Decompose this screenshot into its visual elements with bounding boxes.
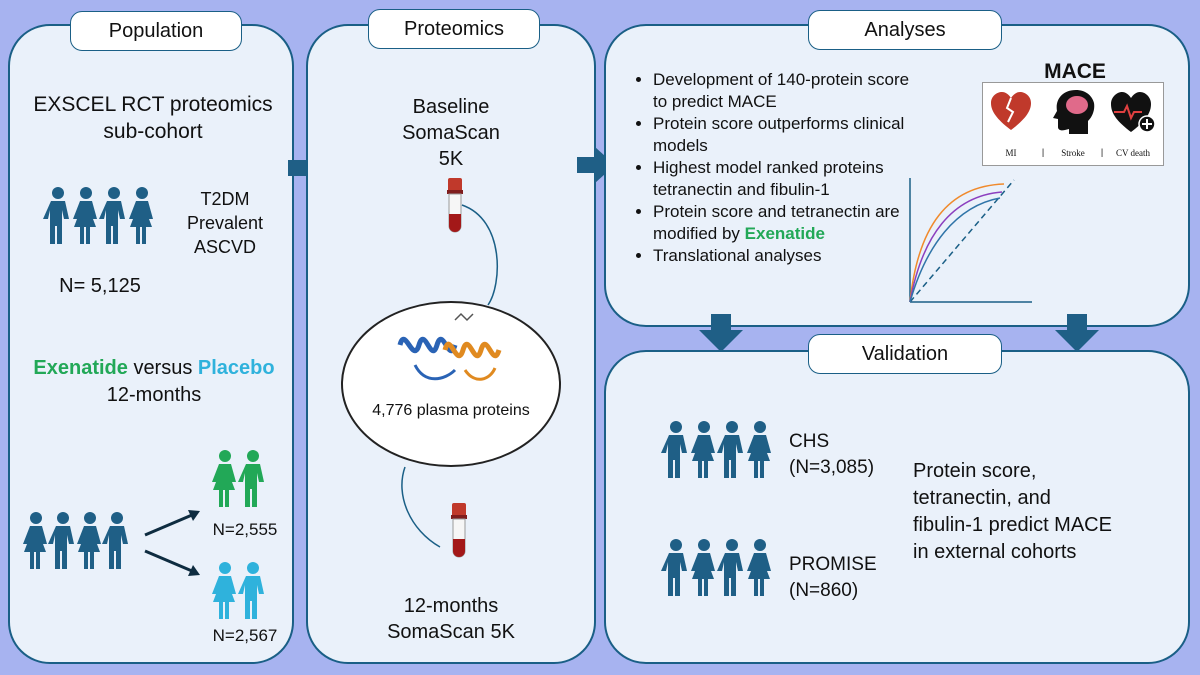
criteria-t2dm: T2DM	[200, 189, 250, 209]
broken-heart-icon	[991, 92, 1031, 130]
placebo-label: Placebo	[197, 357, 275, 379]
analyses-bullet-list: Development of 140-protein score to pred…	[625, 69, 915, 267]
connector-curves	[401, 204, 498, 548]
split-arrows	[144, 510, 200, 576]
mace-title: MACE	[1044, 60, 1106, 83]
chs-n: (N=3,085)	[789, 457, 875, 478]
bullet-translational: Translational analyses	[653, 245, 915, 267]
mace-label-cv-death: CV death	[1115, 148, 1151, 158]
criteria-ascvd: ASCVD	[193, 237, 256, 257]
population-people-icon	[43, 187, 153, 244]
conclusion-line3: fibulin-1 predict MACE	[913, 514, 1112, 536]
analyses-header: Analyses	[808, 10, 1002, 50]
mace-label-mi: MI	[1005, 148, 1017, 158]
chs-people-icon	[661, 421, 771, 478]
conclusion-line4: in external cohorts	[913, 541, 1077, 563]
cohort-line1: EXSCEL RCT proteomics	[33, 93, 273, 116]
roc-curves-icon	[909, 178, 1032, 303]
duration-label: 12-months	[106, 384, 202, 406]
promise-people-icon	[661, 539, 771, 596]
n-exenatide: N=2,555	[212, 520, 278, 539]
versus-label: versus	[133, 357, 193, 379]
conclusion-line2: tetranectin, and	[913, 487, 1051, 509]
exenatide-people-icon	[212, 450, 264, 507]
promise-name: PROMISE	[789, 554, 877, 575]
n-total: N= 5,125	[59, 275, 141, 297]
promise-n: (N=860)	[789, 580, 859, 601]
mace-label-stroke: Stroke	[1061, 148, 1085, 158]
baseline-line2: SomaScan	[402, 122, 500, 144]
conclusion-line1: Protein score,	[913, 460, 1037, 482]
bullet-outperforms: Protein score outperforms clinical model…	[653, 113, 915, 157]
followup-line1: 12-months	[403, 595, 499, 617]
mace-sep-2: |	[1100, 147, 1104, 157]
bullet-exenatide: Exenatide	[744, 224, 825, 243]
placebo-people-icon	[212, 562, 264, 619]
protein-structure-icon	[397, 312, 502, 381]
cohort-line2: sub-cohort	[103, 120, 203, 143]
bullet-modified-text: Protein score and tetranectin are modifi…	[653, 202, 900, 243]
validation-header: Validation	[808, 334, 1002, 374]
proteomics-header: Proteomics	[368, 9, 540, 49]
n-placebo: N=2,567	[212, 626, 278, 645]
baseline-line1: Baseline	[412, 96, 490, 118]
bullet-protein-score: Development of 140-protein score to pred…	[653, 69, 915, 113]
arrow-analyses-to-validation-left	[699, 314, 743, 352]
bullet-modified: Protein score and tetranectin are modifi…	[653, 201, 915, 245]
followup-blood-tube-icon	[450, 502, 468, 558]
bullet-ranked-proteins: Highest model ranked proteins tetranecti…	[653, 157, 915, 201]
protein-count: 4,776 plasma proteins	[372, 402, 530, 419]
randomized-people-icon	[23, 512, 128, 569]
chs-name: CHS	[789, 431, 830, 452]
protein-ellipse	[341, 301, 561, 467]
baseline-line3: 5K	[438, 148, 464, 170]
arrow-analyses-to-validation-right	[1055, 314, 1099, 352]
followup-line2: SomaScan 5K	[387, 621, 515, 643]
population-header: Population	[70, 11, 242, 51]
exenatide-label: Exenatide	[33, 357, 128, 379]
mace-sep-1: |	[1041, 147, 1045, 157]
cv-death-heart-icon	[1111, 92, 1156, 133]
head-brain-icon	[1053, 90, 1095, 134]
criteria-prevalent: Prevalent	[186, 213, 264, 233]
treatment-comparison: Exenatide versus Placebo	[8, 357, 300, 380]
